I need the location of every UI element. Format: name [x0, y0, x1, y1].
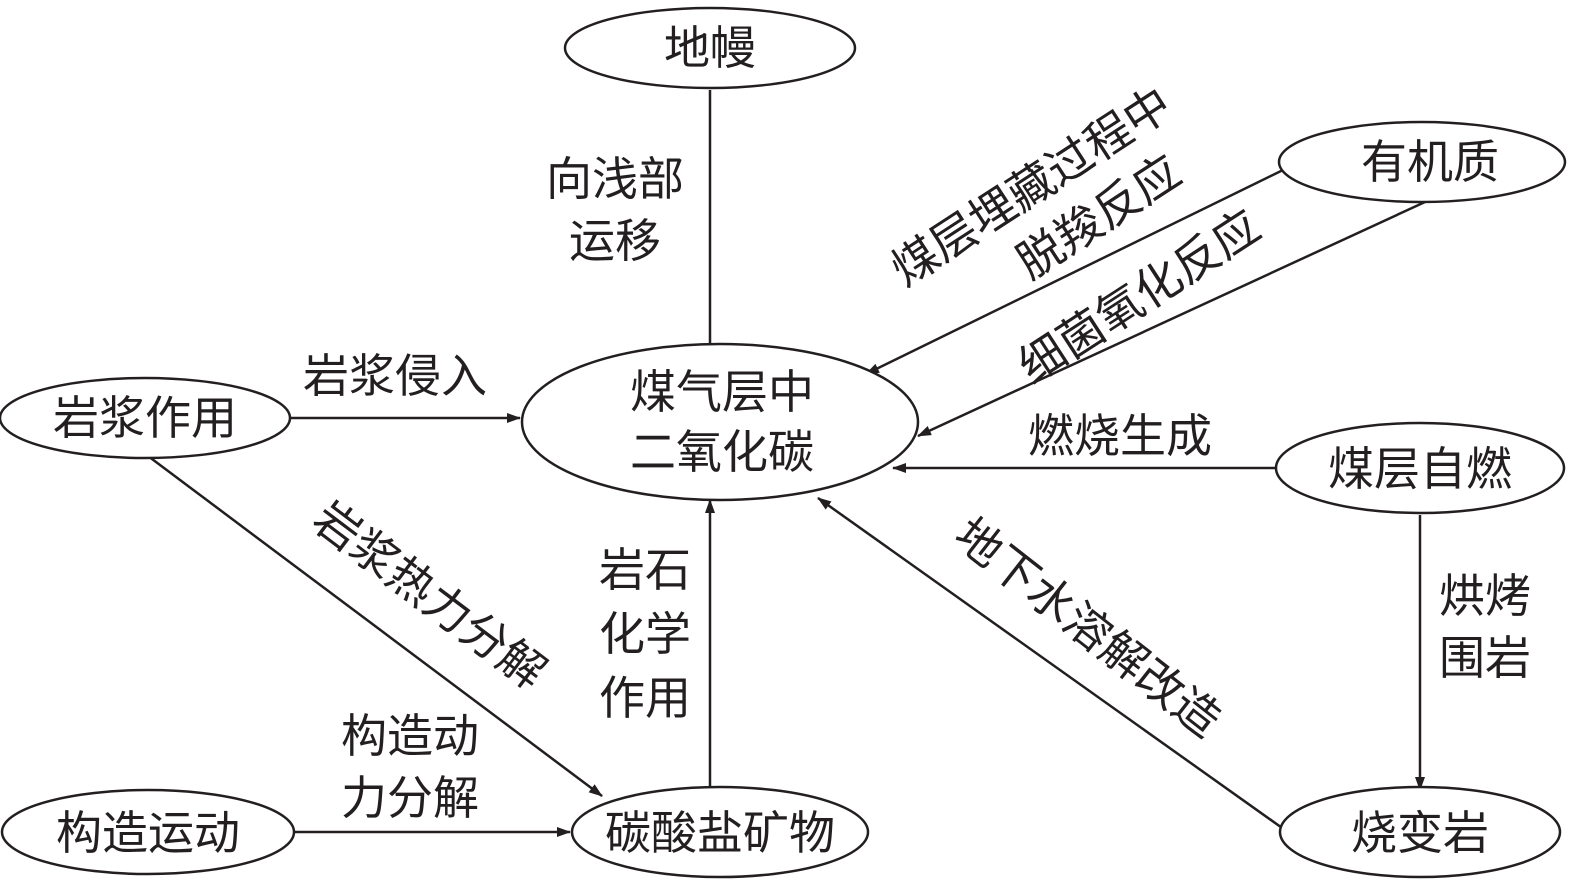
node-tectonic: 构造运动: [0, 788, 296, 876]
edge-label: 运移: [569, 214, 661, 268]
node-center-co2: 煤气层中 二氧化碳: [520, 342, 920, 502]
edge-label: 向浅部: [546, 152, 684, 206]
node-label: 煤层自燃: [1328, 442, 1512, 496]
edge-label: 作用: [599, 671, 691, 725]
edge-label: 力分解: [341, 771, 479, 825]
edge-label: 构造动: [341, 709, 479, 763]
node-coal-combustion: 煤层自燃: [1274, 421, 1566, 515]
node-label: 煤气层中: [630, 365, 814, 419]
node-magmatism: 岩浆作用: [0, 376, 292, 460]
edge-label: 岩石: [599, 543, 691, 597]
node-label: 烧变岩: [1351, 806, 1489, 860]
node-carbonate: 碳酸盐矿物: [570, 785, 870, 879]
node-label: 二氧化碳: [630, 425, 814, 479]
node-label: 碳酸盐矿物: [605, 806, 835, 860]
edge-label: 燃烧生成: [1028, 409, 1212, 463]
edge-label: 地下水溶解改造: [944, 507, 1231, 748]
edge-magma-thermal: [147, 454, 603, 798]
edge-organic-decarboxylation: [865, 168, 1284, 376]
node-burnt-rock: 烧变岩: [1278, 785, 1562, 879]
edge-label: 岩浆侵入: [303, 349, 487, 403]
node-label: 岩浆作用: [53, 391, 237, 445]
node-label: 有机质: [1361, 135, 1499, 189]
node-mantle: 地幔: [563, 6, 857, 90]
node-label: 地幔: [664, 21, 756, 75]
edge-label: 烘烤: [1439, 569, 1531, 623]
edge-groundwater: [817, 496, 1286, 832]
edge-label: 围岩: [1439, 631, 1531, 685]
node-organic: 有机质: [1277, 120, 1567, 204]
node-label: 构造运动: [56, 806, 240, 860]
edge-label: 化学: [599, 607, 691, 661]
edge-organic-bacterial: [917, 200, 1426, 438]
